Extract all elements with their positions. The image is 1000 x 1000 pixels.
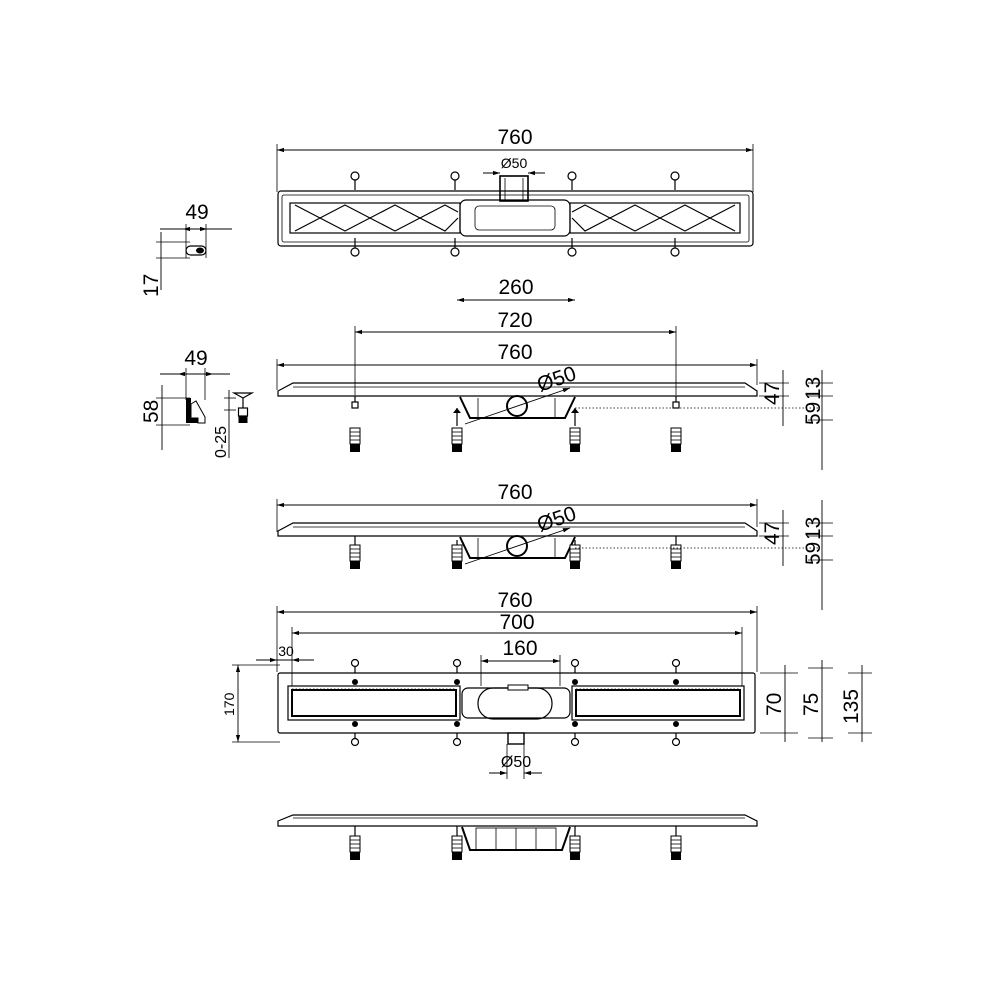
dim-label-outlet-side1: Ø50 — [534, 362, 579, 397]
dim-label-75: 75 — [800, 693, 823, 716]
dim-label-260: 260 — [498, 276, 533, 299]
dim-label-foot-49: 49 — [184, 347, 207, 370]
channel-flange-2 — [277, 522, 758, 537]
dim-label-59-side1: 59 — [802, 402, 825, 425]
dim-label-700: 700 — [499, 611, 534, 634]
channel-body-plan — [277, 672, 756, 734]
dim-label-13-side2: 13 — [802, 517, 825, 540]
dim-label-13-side1: 13 — [802, 377, 825, 400]
channel-flange-3 — [277, 814, 758, 827]
foot-detail: 49 58 0-25 — [140, 347, 255, 458]
dim-label-59-side2: 59 — [802, 542, 825, 565]
bracket-slot — [185, 245, 207, 256]
side-view-1: 260 720 760 Ø50 — [276, 276, 833, 470]
side-view-2: 760 Ø50 47 13 59 — [276, 481, 833, 610]
outlet-stub — [499, 175, 529, 202]
outlet-circle-2 — [506, 535, 528, 557]
dim-label-170: 170 — [221, 692, 237, 716]
dim-label-760-top: 760 — [497, 126, 532, 149]
dim-label-outlet-plan: Ø50 — [501, 754, 531, 771]
dim-label-760-side1: 760 — [497, 341, 532, 364]
dim-label-bracket-49: 49 — [185, 201, 208, 224]
dim-label-760-side2: 760 — [497, 481, 532, 504]
bracket-detail: 49 17 — [140, 201, 232, 297]
dim-label-70: 70 — [763, 693, 786, 716]
dim-label-47-side2: 47 — [761, 522, 784, 545]
plan-view: 760 700 30 160 170 — [221, 589, 872, 779]
dim-label-foot-58: 58 — [140, 400, 163, 423]
dim-label-30: 30 — [278, 643, 294, 659]
dim-label-47-side1: 47 — [761, 382, 784, 405]
outlet-stub-plan — [507, 732, 525, 745]
dim-label-adjust-range: 0-25 — [213, 426, 230, 458]
side-view-3 — [277, 814, 758, 861]
outlet-circle-1 — [506, 395, 528, 417]
dim-label-outlet-top: Ø50 — [501, 155, 528, 171]
dim-label-135: 135 — [840, 689, 863, 724]
plan-bolts — [350, 658, 681, 747]
dim-label-720: 720 — [497, 309, 532, 332]
channel-body-top — [277, 190, 754, 247]
dim-label-outlet-side2: Ø50 — [534, 502, 579, 537]
dim-label-bracket-17: 17 — [140, 274, 163, 297]
top-view: 760 Ø50 — [276, 126, 754, 257]
channel-flange-1 — [277, 382, 758, 397]
dim-label-160: 160 — [502, 637, 537, 660]
dim-label-760-plan: 760 — [497, 589, 532, 612]
